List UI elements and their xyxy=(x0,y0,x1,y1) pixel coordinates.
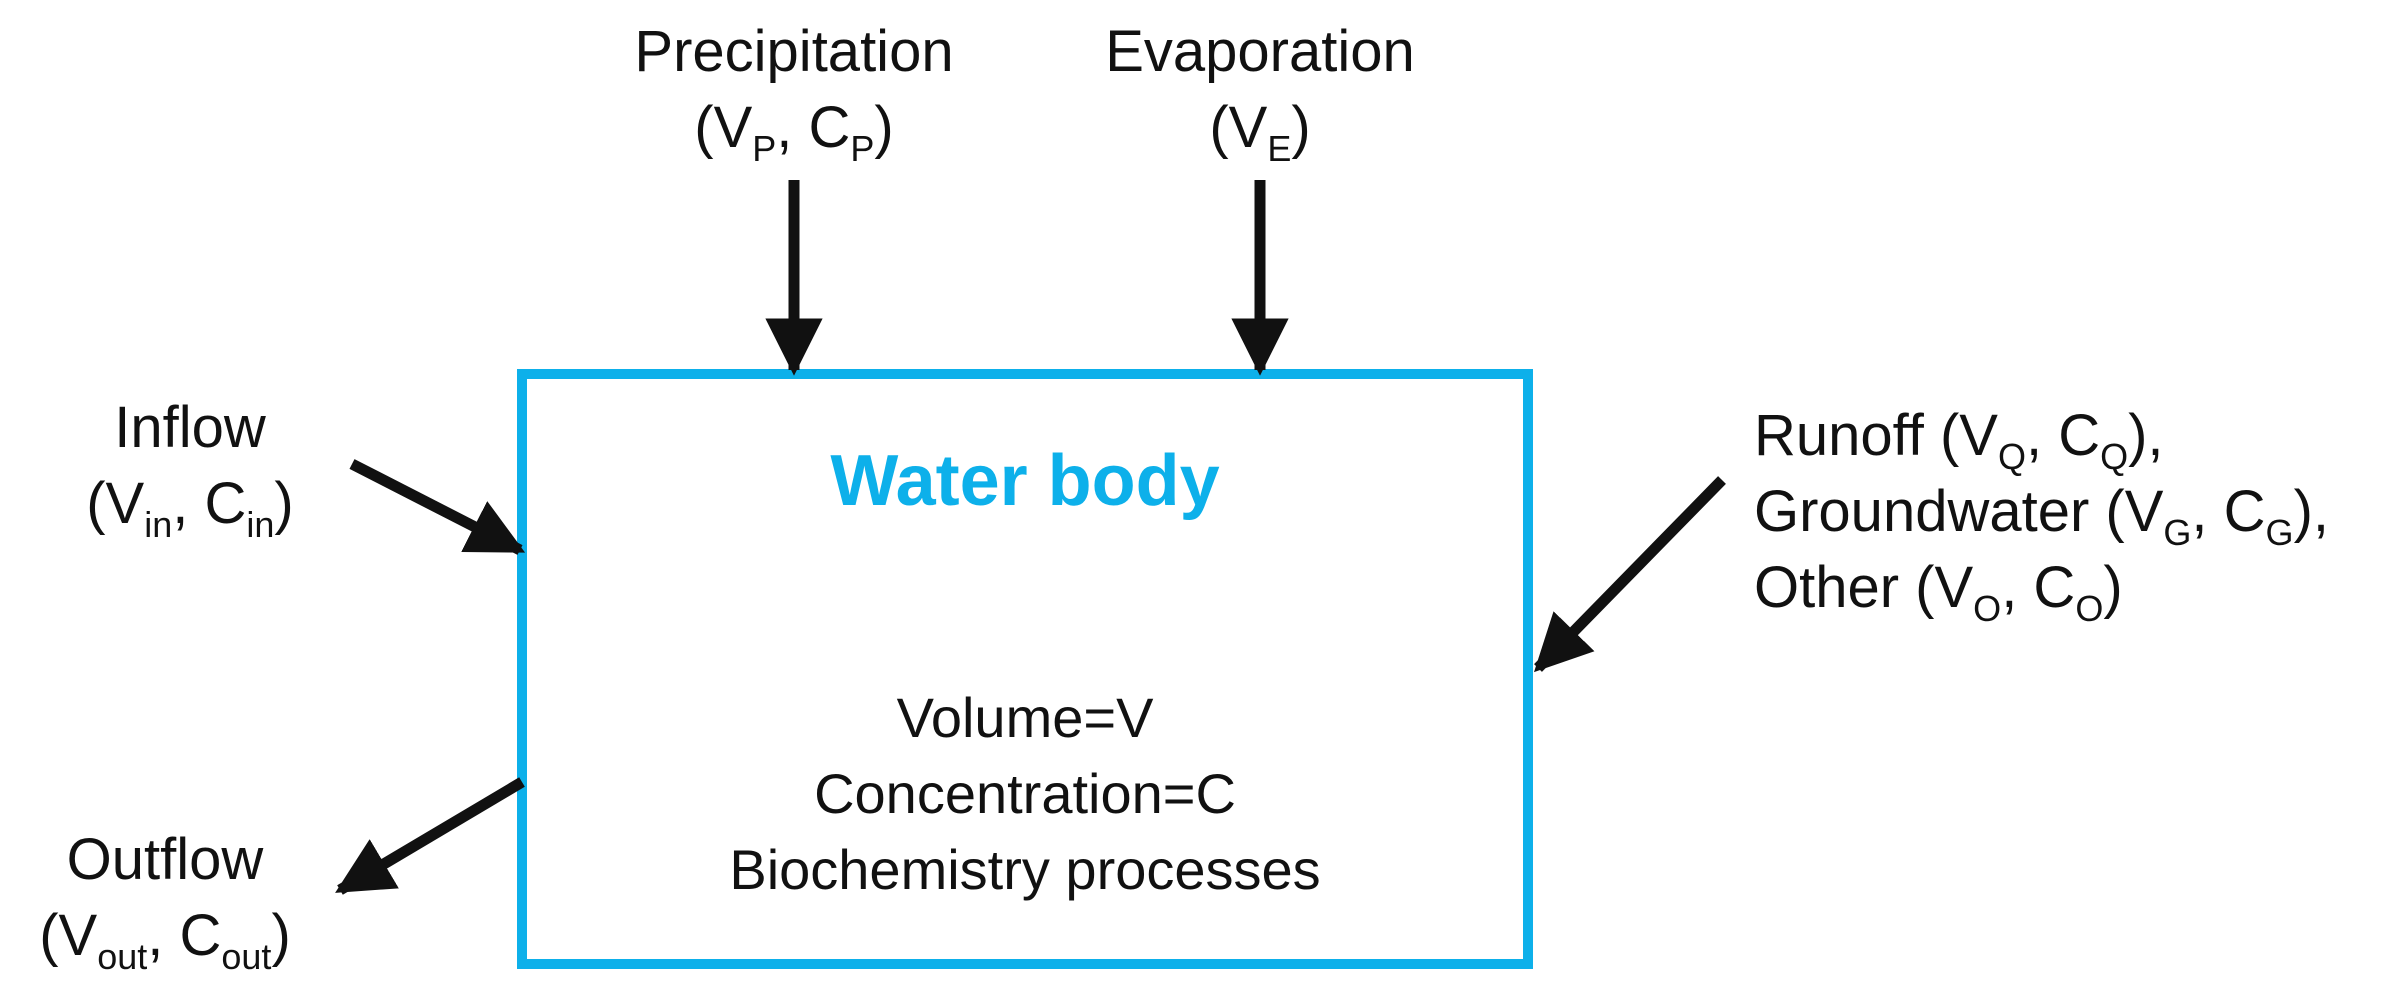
outflow-arrow xyxy=(335,777,525,895)
other-line: Other (VO, CO) xyxy=(1754,555,2123,629)
concentration-line: Concentration=C xyxy=(814,762,1236,825)
inflow-arrow xyxy=(349,459,526,555)
water-body-properties: Volume=V Concentration=C Biochemistry pr… xyxy=(522,680,1528,908)
evaporation-variables: (VE) xyxy=(1209,95,1311,169)
precipitation-name: Precipitation xyxy=(634,19,954,84)
runoff-line: Runoff (VQ, CQ), xyxy=(1754,403,2164,477)
inflow-variables: (Vin, Cin) xyxy=(86,471,294,545)
outflow-name: Outflow xyxy=(66,827,264,892)
precipitation-variables: (VP, CP) xyxy=(694,95,894,169)
groundwater-line: Groundwater (VG, CG), xyxy=(1754,479,2329,553)
outflow-label: Outflow (Vout, Cout) xyxy=(0,822,330,977)
inflow-label: Inflow (Vin, Cin) xyxy=(40,390,340,545)
volume-line: Volume=V xyxy=(896,686,1154,749)
biochemistry-line: Biochemistry processes xyxy=(729,838,1321,901)
evaporation-name: Evaporation xyxy=(1105,19,1415,84)
water-body-box xyxy=(517,369,1533,969)
evaporation-label: Evaporation (VE) xyxy=(1070,14,1450,169)
inflow-name: Inflow xyxy=(114,395,266,460)
runoff-groundwater-other-label: Runoff (VQ, CQ), Groundwater (VG, CG), O… xyxy=(1754,398,2329,629)
runoff-arrow xyxy=(1533,476,1726,673)
precipitation-label: Precipitation (VP, CP) xyxy=(614,14,974,169)
outflow-variables: (Vout, Cout) xyxy=(39,903,291,977)
water-body-title: Water body xyxy=(830,441,1220,521)
